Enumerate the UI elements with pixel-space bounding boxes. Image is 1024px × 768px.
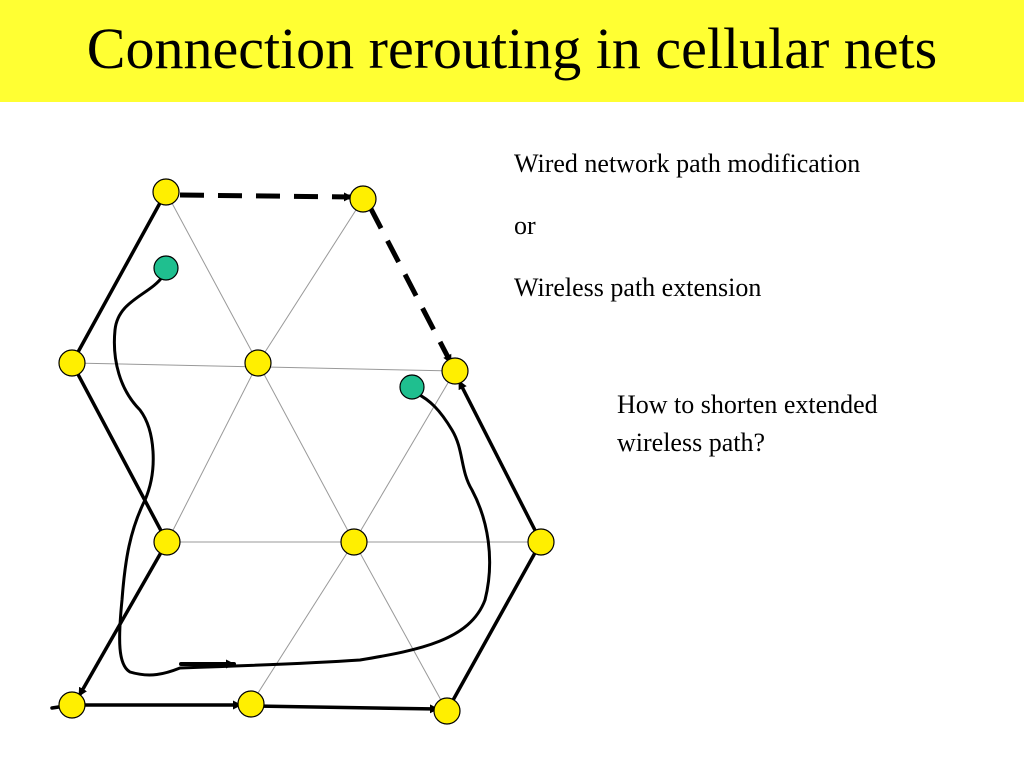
- base-station: [441, 357, 469, 385]
- base-station: [152, 178, 180, 206]
- question-line-2: wireless path?: [617, 428, 766, 457]
- grid-line: [353, 541, 448, 712]
- mobile-host-start: [153, 255, 179, 281]
- wired-link: [445, 540, 543, 713]
- base-station: [153, 528, 181, 556]
- option-wireless-path-extension: Wireless path extension: [514, 273, 762, 302]
- wired-links: [50, 190, 543, 713]
- base-station: [349, 185, 377, 213]
- grid-line: [250, 541, 355, 705]
- wired-link: [70, 361, 169, 544]
- grid-line: [166, 362, 259, 543]
- dashed-modified-path: [179, 192, 454, 365]
- wired-link: [70, 190, 168, 365]
- grid-line: [257, 198, 364, 364]
- base-station: [58, 691, 86, 719]
- base-stations: [58, 178, 555, 725]
- base-station: [58, 349, 86, 377]
- wired-arrow-link: [250, 704, 439, 714]
- slide-title: Connection rerouting in cellular nets: [86, 16, 938, 81]
- base-station: [527, 528, 555, 556]
- mobile-hosts: [153, 255, 425, 400]
- title-bar: Connection rerouting in cellular nets: [0, 0, 1024, 102]
- wired-arrow-link: [457, 380, 543, 543]
- question-line-1: How to shorten extended: [617, 390, 878, 419]
- dashed-path-segment: [179, 192, 353, 202]
- triangular-grid: [71, 191, 541, 712]
- wired-arrow-link: [77, 541, 169, 697]
- question-text: How to shorten extended wireless path?: [617, 386, 1007, 462]
- grid-line: [165, 191, 259, 364]
- wireless-paths: [112, 274, 492, 677]
- option-wired-path-modification: Wired network path modification: [514, 149, 861, 178]
- grid-line: [257, 362, 355, 543]
- option-connector-or: or: [514, 211, 536, 240]
- base-station: [433, 697, 461, 725]
- base-station: [244, 349, 272, 377]
- base-station: [237, 690, 265, 718]
- wired-arrow-links: [72, 380, 543, 714]
- cellular-network-diagram: [50, 178, 555, 725]
- dashed-path-segment: [367, 205, 454, 365]
- base-station: [340, 528, 368, 556]
- grid-line: [353, 370, 456, 543]
- mobile-trajectory-path: [112, 274, 492, 677]
- rerouting-options: Wired network path modification or Wirel…: [514, 146, 1014, 332]
- mobile-host-end: [399, 374, 425, 400]
